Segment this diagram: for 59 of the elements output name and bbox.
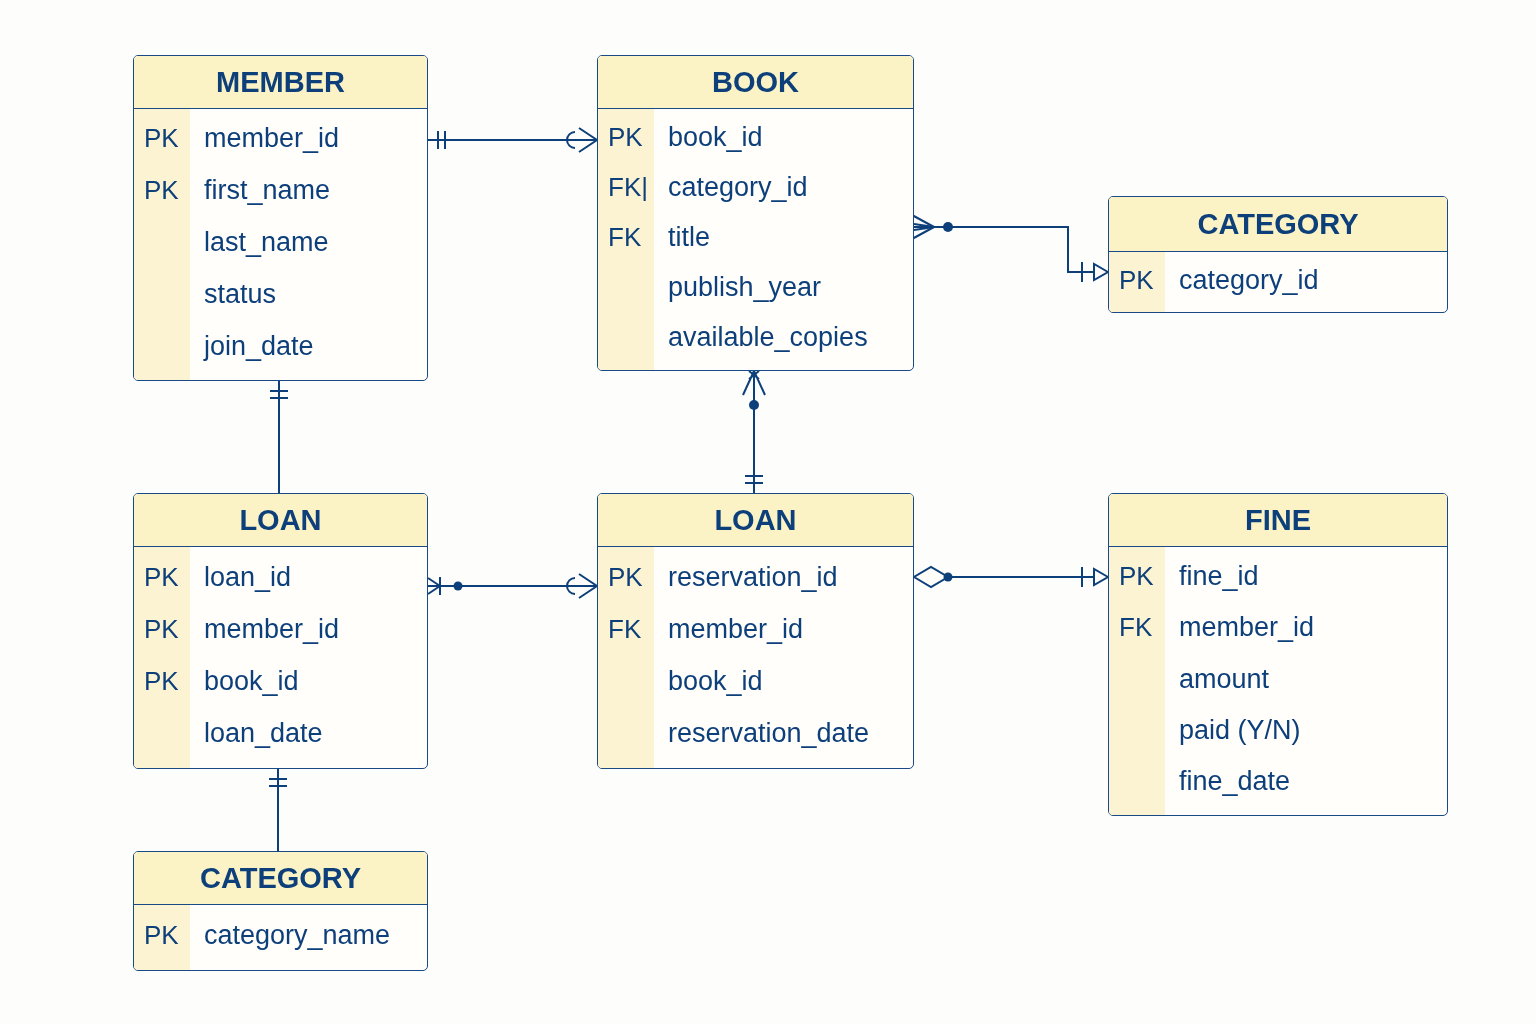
field-name: category_name xyxy=(204,920,391,951)
relationship-line xyxy=(427,127,598,153)
key-label: PK xyxy=(607,122,644,154)
table-title: CATEGORY xyxy=(1197,207,1359,241)
entity-table xyxy=(597,55,914,371)
entity-table xyxy=(1108,196,1448,313)
field-name: member_id xyxy=(668,613,804,645)
field-name: status xyxy=(204,278,277,310)
key-label: PK xyxy=(607,561,644,593)
key-label: FK xyxy=(1118,612,1154,644)
entity-table xyxy=(133,851,428,971)
key-label: PK xyxy=(1118,264,1155,296)
key-label: PK xyxy=(143,175,180,207)
field-name: available_copies xyxy=(668,321,868,353)
field-name: last_name xyxy=(204,227,329,258)
field-name: category_id xyxy=(668,172,808,204)
table-title: LOAN xyxy=(714,503,797,537)
field-name: book_id xyxy=(204,666,299,698)
field-name: title xyxy=(668,222,711,253)
field-name: member_id xyxy=(204,123,340,155)
field-name: fine_date xyxy=(1179,765,1291,797)
field-name: loan_id xyxy=(204,561,292,593)
table-title: BOOK xyxy=(712,65,799,99)
key-label: PK xyxy=(143,613,180,645)
field-name: amount xyxy=(1179,663,1270,695)
relationship-line xyxy=(427,573,598,599)
field-name: publish_year xyxy=(668,271,822,303)
entity-table xyxy=(133,55,428,381)
table-title: LOAN xyxy=(239,503,322,537)
key-label: PK xyxy=(143,561,180,593)
key-label: PK xyxy=(143,666,180,698)
field-name: paid (Y/N) xyxy=(1179,714,1301,746)
table-title: MEMBER xyxy=(216,65,345,99)
key-label: PK xyxy=(1118,561,1155,593)
field-name: reservation_date xyxy=(668,718,870,750)
field-name: member_id xyxy=(204,613,340,645)
field-name: loan_date xyxy=(204,718,323,750)
field-name: fine_id xyxy=(1179,561,1259,593)
field-name: book_id xyxy=(668,122,763,154)
key-label: FK| xyxy=(607,172,649,204)
relationship-line xyxy=(269,768,287,852)
key-label: PK xyxy=(143,920,180,951)
field-name: join_date xyxy=(204,330,314,362)
table-title: CATEGORY xyxy=(199,861,362,895)
entity-table xyxy=(133,493,428,769)
entity-table xyxy=(597,493,914,769)
key-label: FK xyxy=(607,613,643,645)
relationship-line xyxy=(742,370,766,494)
relationship-line xyxy=(270,380,288,494)
relationship-line xyxy=(913,566,1109,588)
field-name: book_id xyxy=(668,666,763,698)
key-label: FK xyxy=(607,222,643,253)
field-name: member_id xyxy=(1179,612,1315,644)
field-name: category_id xyxy=(1179,264,1319,296)
entity-table xyxy=(1108,493,1448,816)
field-name: reservation_id xyxy=(668,561,838,593)
field-name: first_name xyxy=(204,175,331,207)
table-title: FINE xyxy=(1244,503,1312,537)
key-label: PK xyxy=(143,123,180,155)
